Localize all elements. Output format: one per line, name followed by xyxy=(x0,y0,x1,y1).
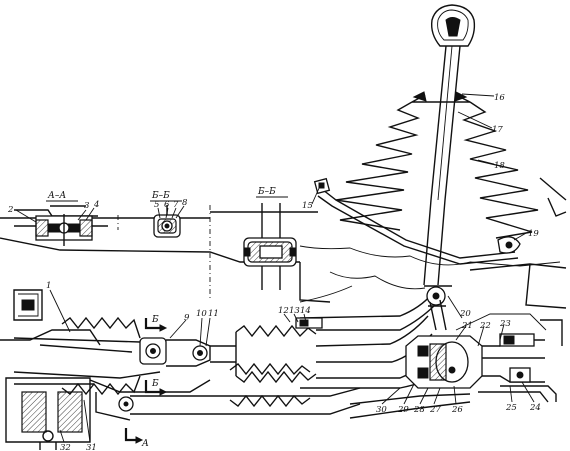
callout-28: 28 xyxy=(413,405,425,415)
callout-10: 10 xyxy=(196,309,207,319)
section-markers xyxy=(124,318,168,444)
callout-5: 5 xyxy=(154,200,159,210)
callout-9: 9 xyxy=(184,313,190,323)
callout-3: 3 xyxy=(84,201,89,211)
callout-6: 6 xyxy=(164,200,170,210)
callout-12: 12 xyxy=(278,306,289,316)
callout-17: 17 xyxy=(492,125,503,135)
callout-18: 18 xyxy=(494,161,505,171)
callout-25: 25 xyxy=(505,403,517,413)
callout-31: 31 xyxy=(86,443,97,451)
callout-numbers: 1 2 3 4 5 6 7 8 9 10 11 12 13 14 15 16 1… xyxy=(7,93,541,451)
callout-1: 1 xyxy=(46,281,51,291)
leader-lines xyxy=(15,93,535,443)
callout-8: 8 xyxy=(182,198,188,208)
lever-boot xyxy=(313,91,539,265)
callout-4: 4 xyxy=(93,200,99,210)
section-mark-b-bottom: Б xyxy=(151,379,159,389)
section-aa xyxy=(14,205,108,246)
callout-22: 22 xyxy=(479,321,491,331)
callout-19: 19 xyxy=(528,229,539,239)
callout-29: 29 xyxy=(397,405,409,415)
callout-16: 16 xyxy=(494,93,505,103)
callout-32: 32 xyxy=(60,443,71,451)
lever-ball-joint xyxy=(349,285,563,419)
callout-24: 24 xyxy=(529,403,541,413)
section-bb-large-label: Б–Б xyxy=(257,187,276,197)
callout-15: 15 xyxy=(302,201,313,211)
callout-2: 2 xyxy=(7,205,13,215)
section-labels: А–А Б–Б Б–Б Б Б А xyxy=(46,187,288,449)
callout-14: 14 xyxy=(300,306,311,316)
gear-lever xyxy=(423,4,476,286)
callout-27: 27 xyxy=(429,405,441,415)
section-mark-a: А xyxy=(141,439,149,449)
lower-rod-boot xyxy=(229,362,311,408)
callout-20: 20 xyxy=(459,309,471,319)
callout-21: 21 xyxy=(461,321,473,331)
callout-23: 23 xyxy=(499,319,511,329)
section-bb-small-label: Б–Б xyxy=(151,191,170,201)
callout-30: 30 xyxy=(376,405,387,415)
callout-11: 11 xyxy=(208,309,219,319)
section-aa-label: А–А xyxy=(47,191,66,201)
section-mark-b-top: Б xyxy=(151,315,159,325)
rear-support xyxy=(0,289,101,450)
section-bb-large xyxy=(243,203,297,290)
callout-7: 7 xyxy=(173,200,179,210)
callout-13: 13 xyxy=(289,306,300,316)
callout-26: 26 xyxy=(451,405,463,415)
